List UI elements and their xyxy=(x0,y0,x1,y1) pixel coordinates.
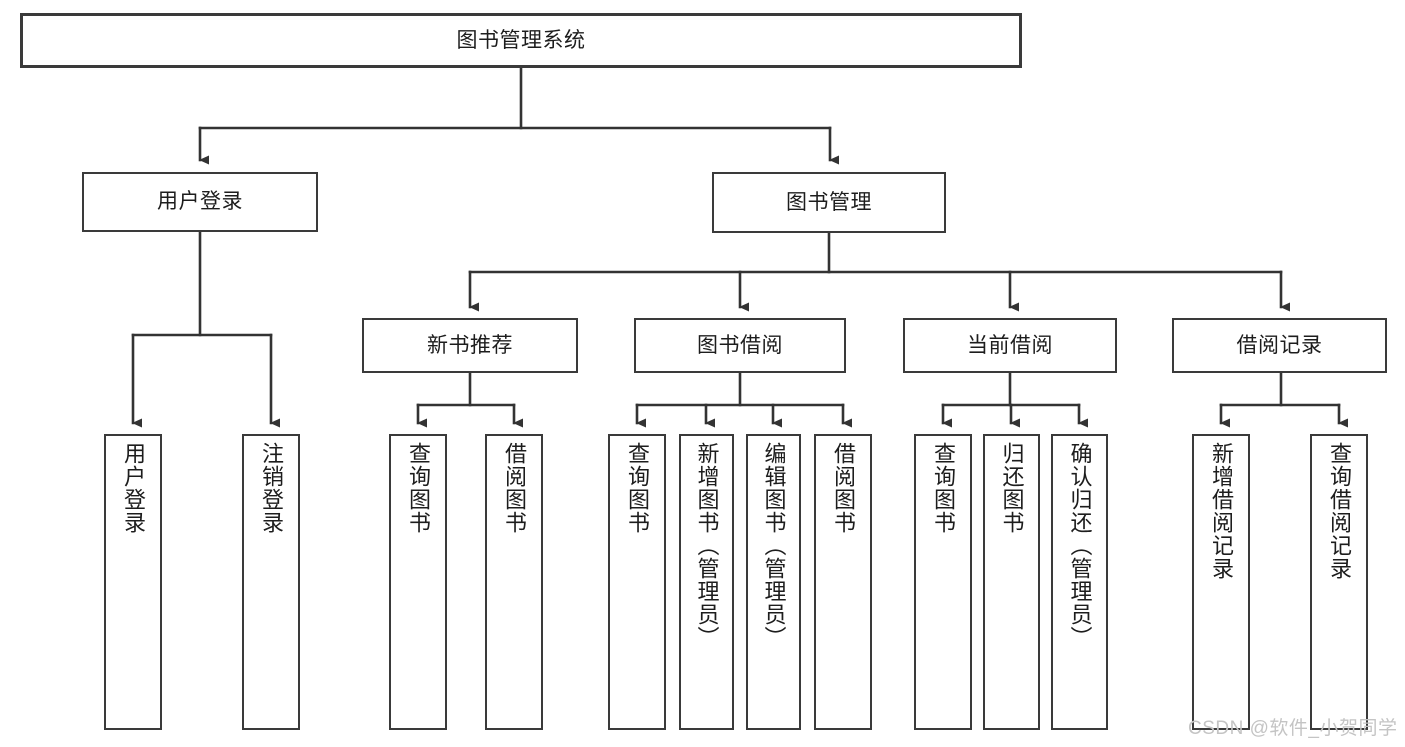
watermark: CSDN @软件_小贺同学 xyxy=(1188,718,1398,739)
node-label: 当前借阅 xyxy=(967,333,1053,357)
leaf-node[interactable]: 归还图书 xyxy=(983,434,1040,730)
leaf-node[interactable]: 查询借阅记录 xyxy=(1310,434,1368,730)
node-user-login[interactable]: 用户登录 xyxy=(82,172,318,232)
node-label: 用户登录 xyxy=(157,190,243,214)
leaf-node[interactable]: 借阅图书 xyxy=(485,434,543,730)
node-label: 图书管理系统 xyxy=(456,28,586,52)
leaf-node[interactable]: 查询图书 xyxy=(914,434,972,730)
node-current-borrow[interactable]: 当前借阅 xyxy=(903,318,1117,373)
node-label: 归还图书 xyxy=(999,442,1025,534)
node-label: 新增图书（管理员） xyxy=(694,442,720,649)
node-book-borrow[interactable]: 图书借阅 xyxy=(634,318,846,373)
node-book-management[interactable]: 图书管理 xyxy=(712,172,946,233)
node-label: 新增借阅记录 xyxy=(1208,442,1234,580)
node-label: 借阅图书 xyxy=(501,442,527,534)
node-root-book-management-system[interactable]: 图书管理系统 xyxy=(20,13,1022,68)
node-label: 借阅记录 xyxy=(1236,333,1323,357)
node-label: 查询图书 xyxy=(930,442,956,534)
node-label: 编辑图书（管理员） xyxy=(761,442,787,649)
node-label: 图书管理 xyxy=(786,190,872,214)
leaf-node[interactable]: 用户登录 xyxy=(104,434,162,730)
node-label: 注销登录 xyxy=(258,442,284,534)
node-label: 图书借阅 xyxy=(697,333,783,357)
leaf-node[interactable]: 确认归还（管理员） xyxy=(1051,434,1108,730)
leaf-node[interactable]: 编辑图书（管理员） xyxy=(746,434,801,730)
node-label: 用户登录 xyxy=(120,442,146,534)
leaf-node[interactable]: 新增借阅记录 xyxy=(1192,434,1250,730)
leaf-node[interactable]: 注销登录 xyxy=(242,434,300,730)
leaf-node[interactable]: 新增图书（管理员） xyxy=(679,434,734,730)
leaf-node[interactable]: 查询图书 xyxy=(389,434,447,730)
node-label: 确认归还（管理员） xyxy=(1067,442,1093,649)
node-label: 查询图书 xyxy=(405,442,431,534)
node-label: 借阅图书 xyxy=(830,442,856,534)
leaf-node[interactable]: 查询图书 xyxy=(608,434,666,730)
node-label: 查询图书 xyxy=(624,442,650,534)
node-label: 查询借阅记录 xyxy=(1326,442,1352,580)
node-new-book-recommend[interactable]: 新书推荐 xyxy=(362,318,578,373)
node-label: 新书推荐 xyxy=(427,333,513,357)
node-borrow-record[interactable]: 借阅记录 xyxy=(1172,318,1387,373)
leaf-node[interactable]: 借阅图书 xyxy=(814,434,872,730)
